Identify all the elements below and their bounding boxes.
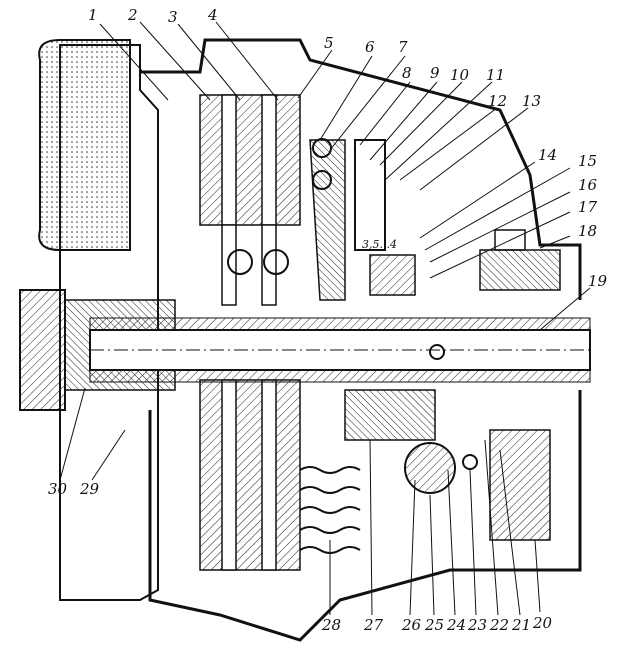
callout-13: 13 [522, 92, 541, 110]
callout-22: 22 [489, 616, 509, 634]
release-lever [309, 138, 416, 301]
callout-12: 12 [488, 92, 507, 110]
callout-11: 11 [486, 66, 505, 84]
callout-6: 6 [365, 38, 375, 56]
callout-7: 7 [398, 38, 408, 56]
callout-24: 24 [446, 616, 466, 634]
callout-27: 27 [363, 616, 384, 634]
callout-1: 1 [88, 6, 98, 24]
callout-4: 4 [207, 6, 218, 24]
callout-15: 15 [578, 152, 597, 170]
callout-9: 9 [430, 64, 440, 82]
callout-18: 18 [578, 222, 597, 240]
leader-lines [59, 21, 591, 616]
brake-assembly [344, 229, 561, 541]
callout-28: 28 [321, 616, 341, 634]
callout-23: 23 [467, 616, 487, 634]
callout-3: 3 [168, 8, 178, 26]
clutch-housing [140, 38, 582, 642]
callout-20: 20 [532, 614, 553, 632]
callout-8: 8 [402, 64, 412, 82]
callout-29: 29 [79, 480, 100, 498]
callout-21: 21 [511, 616, 531, 634]
friction-disc-pack-upper [199, 94, 301, 306]
callout-16: 16 [578, 176, 598, 194]
callout-26: 26 [401, 616, 422, 634]
callout-25: 25 [424, 616, 444, 634]
callout-17: 17 [578, 198, 598, 216]
dimension-clearance: 3,5...4 [362, 238, 397, 251]
callout-2: 2 [127, 6, 138, 24]
callouts: 1 2 3 4 5 6 7 8 9 10 11 12 13 14 15 16 1… [48, 6, 608, 634]
callout-19: 19 [588, 272, 608, 290]
callout-30: 30 [48, 480, 68, 498]
callout-5: 5 [324, 34, 334, 52]
callout-14: 14 [538, 146, 557, 164]
main-shaft [89, 317, 591, 383]
callout-10: 10 [450, 66, 470, 84]
friction-disc-pack-lower [199, 379, 301, 571]
